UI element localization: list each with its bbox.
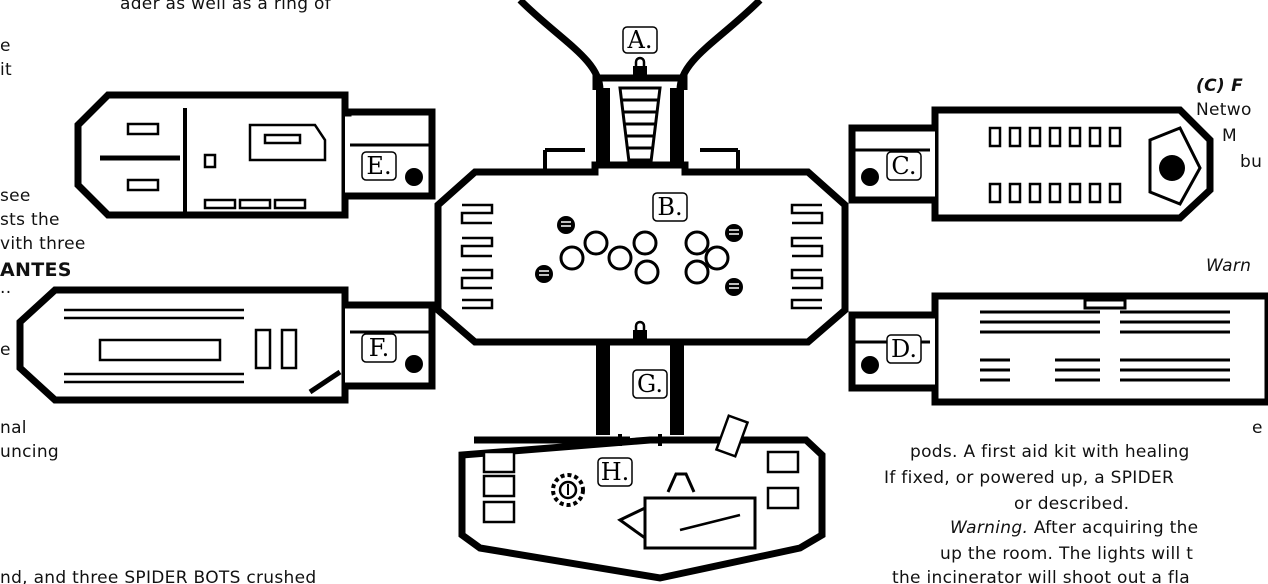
terminal-icon — [714, 414, 750, 458]
elevator-shaft — [618, 86, 662, 172]
room-f-label: F. — [369, 334, 390, 362]
cargo-shelves — [980, 298, 1230, 382]
left-text-line: it — [0, 60, 12, 80]
room-c-label: C. — [891, 152, 916, 180]
left-text-line: e — [0, 340, 11, 360]
right-text-ref: (C) F — [1196, 76, 1244, 96]
room-c: C. — [848, 106, 1214, 222]
vent-icon — [405, 355, 423, 373]
server-racks — [988, 126, 1122, 204]
sleep-pods-left — [460, 203, 494, 310]
vent-icon — [861, 168, 879, 186]
room-d: D. — [848, 292, 1268, 406]
left-text-line: sts the — [0, 210, 60, 230]
office-furniture — [100, 108, 327, 212]
left-text-line: e — [0, 36, 11, 56]
right-text-line: the incinerator will shoot out a fla — [892, 568, 1190, 584]
antenna-right — [676, 0, 763, 91]
room-d-label: D. — [891, 335, 917, 363]
room-e: E. — [74, 91, 436, 219]
left-text-line: ader as well as a ring of — [120, 0, 332, 14]
vent-icon — [535, 216, 743, 296]
sleep-pods-right — [790, 203, 824, 310]
left-text-line: nal — [0, 418, 27, 438]
right-text-line: Warn — [1206, 256, 1252, 276]
incinerator-icon — [551, 473, 585, 507]
right-text-line: Warning. After acquiring the — [950, 518, 1198, 539]
room-g-label: G. — [637, 370, 663, 398]
right-text-line: M — [1222, 126, 1237, 146]
warning-text: After acquiring the — [1028, 518, 1199, 538]
right-text-line: or described. — [1014, 494, 1130, 514]
right-text-line: pods. A first aid kit with healing — [910, 442, 1190, 462]
left-text-line: nd, and three SPIDER BOTS crushed — [0, 568, 317, 584]
room-f: F. — [16, 286, 436, 404]
room-e-label: E. — [366, 152, 391, 180]
storage-crates-left — [482, 450, 516, 524]
room-h-label: H. — [601, 458, 630, 486]
left-text-line: ANTES — [0, 259, 72, 281]
left-text-line: .. — [0, 278, 12, 298]
room-a-label: A. — [627, 26, 653, 54]
right-text-line: (C) F — [1196, 76, 1243, 97]
lock-icon — [633, 56, 647, 78]
right-text-line: e — [1252, 418, 1263, 438]
vent-icon — [405, 168, 423, 186]
left-text-line: vith three — [0, 234, 86, 254]
room-h: H. — [458, 414, 826, 582]
room-a: A. — [517, 0, 763, 172]
lock-icon — [633, 320, 647, 342]
room-b-label: B. — [657, 193, 682, 221]
control-console — [617, 472, 757, 550]
vent-icon — [861, 356, 879, 374]
crew-bunks — [64, 308, 342, 395]
core-icon — [1148, 126, 1202, 206]
warning-label: Warning. — [950, 518, 1029, 538]
right-text-line: Netwo — [1196, 100, 1252, 120]
storage-crates-right — [766, 450, 800, 510]
room-b: B. — [434, 148, 849, 346]
left-text-line: uncing — [0, 442, 59, 462]
antenna-left — [517, 0, 604, 91]
right-text-line: bu — [1240, 152, 1263, 172]
right-text-line: If fixed, or powered up, a SPIDER — [884, 468, 1175, 488]
room-g: G. — [596, 345, 684, 435]
right-text-line: up the room. The lights will t — [940, 544, 1194, 564]
seating — [559, 230, 730, 285]
left-text-line: see — [0, 186, 31, 206]
